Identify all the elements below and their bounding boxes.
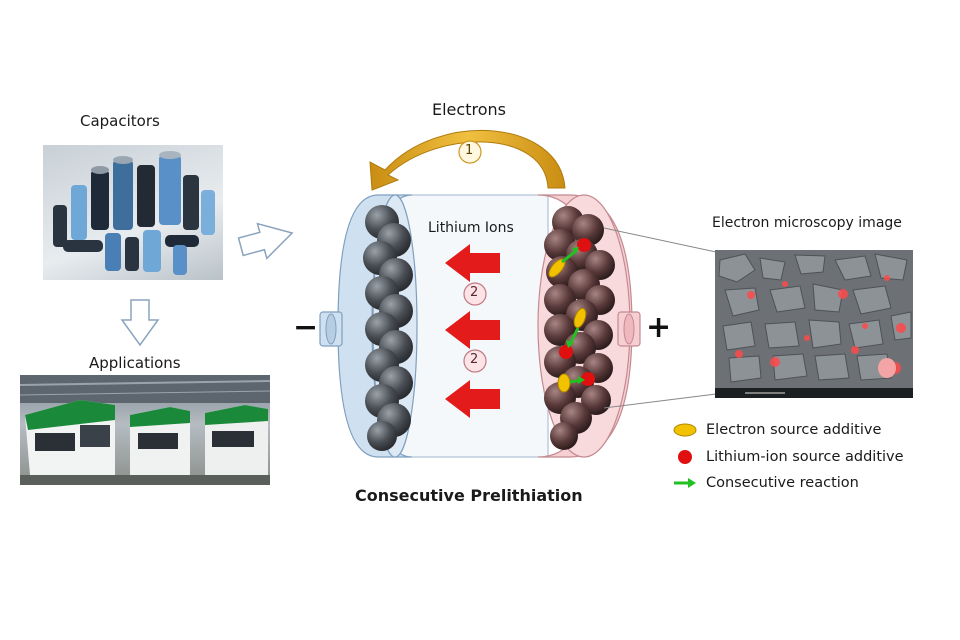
electron-flow-arrow: [369, 130, 566, 191]
legend-label: Consecutive reaction: [706, 475, 859, 491]
step2a-number: 2: [470, 285, 479, 300]
zoom-line-top: [603, 227, 717, 253]
electrons-label: Electrons: [432, 100, 506, 119]
step2b-number: 2: [470, 352, 479, 367]
diagram-title: Consecutive Prelithiation: [355, 486, 583, 505]
capacitors-label: Capacitors: [80, 112, 160, 130]
zoom-line-bottom: [603, 393, 717, 409]
applications-photo: [20, 375, 270, 485]
applications-label: Applications: [89, 354, 181, 372]
to-capacitors-arrow: [237, 222, 294, 260]
legend-label: Electron source additive: [706, 422, 882, 438]
lithium-ions-label: Lithium Ions: [428, 220, 514, 236]
legend-label: Lithium-ion source additive: [706, 449, 904, 465]
cathode-additives: [548, 238, 595, 393]
plus-sign: +: [646, 310, 672, 345]
step2a-circle: [463, 282, 487, 306]
to-applications-arrow: [120, 299, 160, 347]
legend-item-lithium-source: Lithium-ion source additive: [672, 449, 904, 465]
step2b-circle: [463, 349, 487, 373]
step1-number: 1: [465, 143, 474, 158]
minus-sign: −: [293, 310, 319, 345]
microscopy-image: [715, 250, 913, 398]
microscopy-label: Electron microscopy image: [712, 215, 902, 231]
anode-particles: [363, 205, 413, 451]
step1-circle: [458, 140, 482, 164]
red-dot-icon: [678, 450, 692, 464]
legend-item-reaction: Consecutive reaction: [672, 475, 859, 491]
lithium-ion-arrows: [445, 244, 500, 418]
yellow-ellipse-icon: [673, 423, 697, 437]
legend-item-electron-source: Electron source additive: [672, 422, 881, 438]
capacitors-photo: [43, 145, 223, 280]
green-arrow-icon: [674, 478, 696, 488]
